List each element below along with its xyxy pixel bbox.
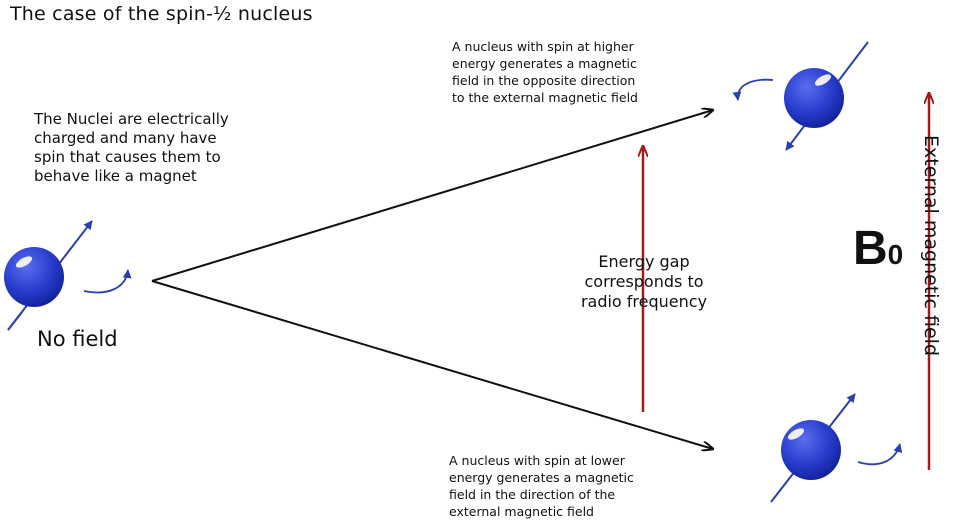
- nucleus-highlight: [787, 428, 805, 440]
- page-title: The case of the spin-½ nucleus: [10, 3, 313, 25]
- nucleus-lower-energy: [770, 393, 903, 503]
- intro-text: The Nuclei are electrically charged and …: [34, 110, 229, 185]
- external-field-label: External magnetic field: [920, 135, 942, 357]
- no-field-label: No field: [37, 327, 118, 351]
- nucleus-sphere: [784, 68, 844, 128]
- rotation-arrow: [83, 269, 132, 294]
- lower-branch-arrow: [151, 280, 713, 449]
- b0-subscript: 0: [887, 239, 904, 270]
- nucleus-no-field: [4, 220, 132, 331]
- nucleus-higher-energy: [732, 41, 869, 151]
- nucleus-sphere: [4, 247, 64, 307]
- nucleus-highlight: [814, 74, 832, 86]
- b0-label: B0: [853, 224, 903, 280]
- rotation-arrow: [732, 78, 774, 101]
- energy-gap-text: Energy gap corresponds to radio frequenc…: [580, 252, 708, 311]
- nucleus-highlight: [15, 256, 33, 268]
- upper-branch-arrow: [151, 110, 713, 282]
- spin-axis-front: [7, 311, 23, 331]
- rotation-arrow: [857, 443, 903, 466]
- nucleus-sphere: [781, 420, 841, 480]
- lower-energy-text: A nucleus with spin at lower energy gene…: [449, 453, 634, 519]
- higher-energy-text: A nucleus with spin at higher energy gen…: [452, 39, 638, 105]
- b0-symbol: B: [853, 222, 888, 275]
